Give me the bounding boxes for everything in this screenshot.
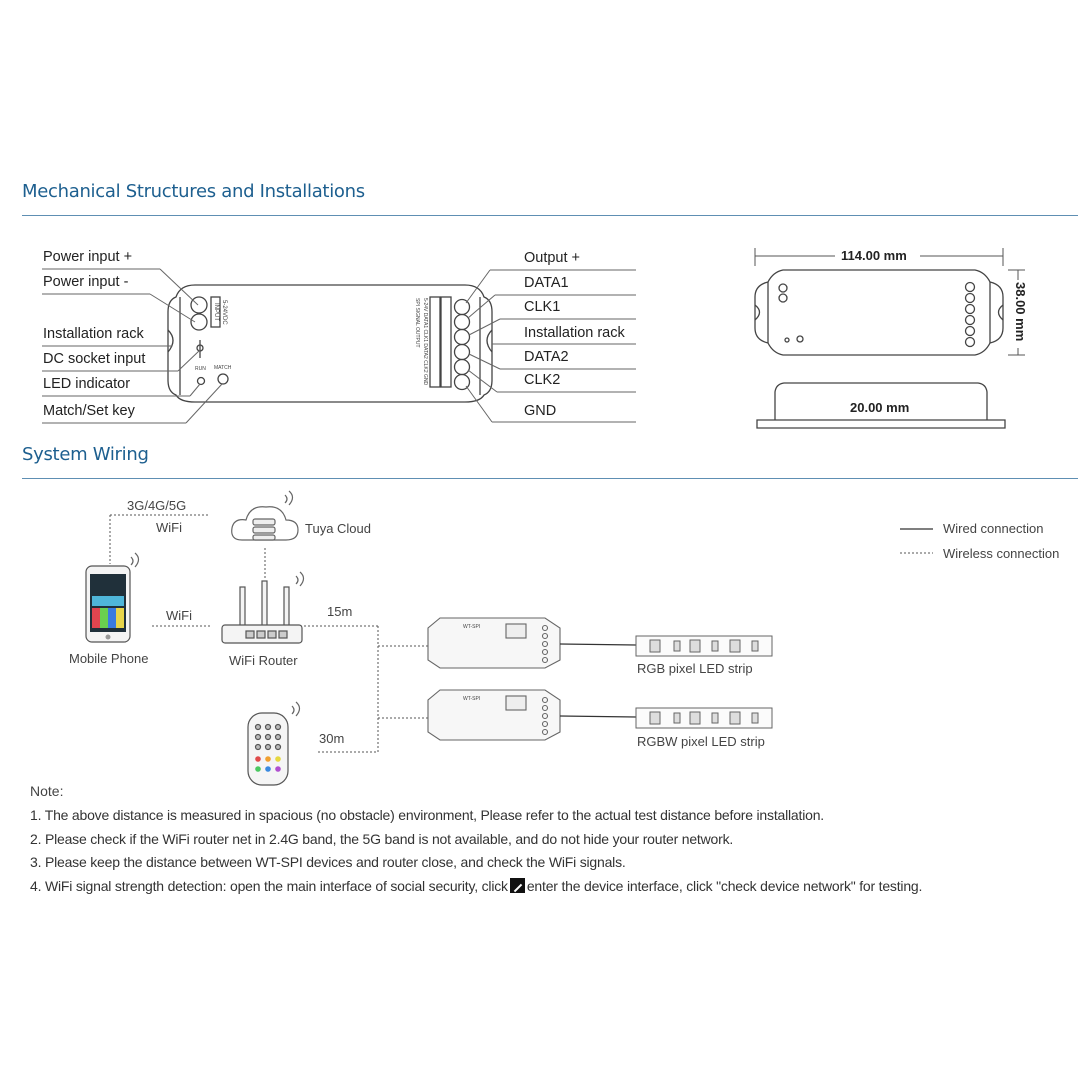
label-match-set-key: Match/Set key: [43, 403, 135, 419]
strip-1-label: RGB pixel LED strip: [637, 661, 753, 676]
cloud-label: Tuya Cloud: [305, 521, 371, 536]
phone-drawing: [85, 565, 131, 643]
controller-pins-label: 5-24V DATA1 CLK1 DATA2 CLK2 GND: [422, 298, 428, 386]
note-item: 3. Please keep the distance between WT-S…: [30, 854, 626, 870]
cloud-drawing: [231, 506, 299, 541]
note-item: 2. Please check if the WiFi router net i…: [30, 830, 734, 847]
mechanical-section-title: Mechanical Structures and Installations: [22, 181, 365, 202]
wired-lines: [559, 528, 933, 718]
dimension-width: 38.00 mm: [1013, 282, 1028, 342]
distance-30m-label: 30m: [319, 731, 345, 746]
controller-run-label: RUN: [195, 366, 206, 372]
dimension-length: 114.00 mm: [841, 248, 907, 263]
label-led-indicator: LED indicator: [43, 376, 131, 392]
controller-unit-1: [427, 617, 561, 669]
label-data1: DATA1: [524, 275, 569, 291]
device-brand-1: WT-SPI: [463, 624, 481, 630]
label-power-input-minus: Power input -: [43, 274, 129, 290]
label-data2: DATA2: [524, 349, 569, 365]
controller-unit-2: [427, 689, 561, 741]
controller-drawing: [167, 284, 493, 403]
wifi-label-mid: WiFi: [166, 608, 192, 623]
label-installation-rack-right: Installation rack: [524, 325, 625, 341]
dimension-top-view: [754, 269, 1004, 356]
legend-wired-label: Wired connection: [943, 521, 1044, 536]
network-label: 3G/4G/5G: [127, 498, 187, 513]
router-label: WiFi Router: [229, 653, 298, 668]
right-leader-lines: [465, 269, 636, 423]
phone-label: Mobile Phone: [69, 651, 149, 666]
signal-arcs: [130, 490, 305, 717]
label-gnd: GND: [524, 403, 557, 419]
note-4-part-2: enter the device interface, click "check…: [526, 877, 923, 894]
strip-2-label: RGBW pixel LED strip: [637, 734, 765, 749]
label-installation-rack-left: Installation rack: [43, 326, 144, 342]
controller-match-label: MATCH: [214, 365, 232, 371]
mechanical-section-rule: [22, 215, 1078, 216]
note-item: 4. WiFi signal strength detection: open …: [30, 877, 1070, 901]
label-dc-socket-input: DC socket input: [43, 351, 146, 367]
wifi-label-top: WiFi: [156, 520, 182, 535]
controller-voltage-label: 5-24VDC: [221, 300, 227, 325]
label-clk2: CLK2: [524, 372, 561, 388]
controller-input-label: INPUT: [213, 303, 219, 321]
distance-15m-label: 15m: [327, 604, 353, 619]
dimension-height: 20.00 mm: [850, 400, 910, 415]
legend-wireless-label: Wireless connection: [943, 546, 1060, 561]
device-brand-2: WT-SPI: [463, 696, 481, 702]
label-clk1: CLK1: [524, 299, 561, 315]
led-strip-1: [635, 635, 773, 657]
note-4-part-1: 4. WiFi signal strength detection: open …: [30, 877, 508, 894]
notes-list: 1. The above distance is measured in spa…: [30, 806, 1070, 900]
label-power-input-plus: Power input +: [43, 249, 133, 265]
notes-heading: Note:: [30, 783, 64, 799]
dimension-lines: [754, 248, 1025, 356]
label-output-plus: Output +: [524, 250, 581, 266]
left-leader-lines: [42, 268, 223, 424]
wiring-section-title: System Wiring: [22, 444, 149, 465]
dimension-side-view: [756, 382, 1006, 429]
wiring-section-rule: [22, 478, 1078, 479]
note-item: 1. The above distance is measured in spa…: [30, 807, 824, 823]
remote-drawing: [247, 712, 289, 786]
router-drawing: [221, 580, 303, 644]
led-strip-2: [635, 707, 773, 729]
wireless-lines: [109, 514, 428, 753]
edit-icon: [509, 877, 525, 893]
controller-spi-output-label: SPI SIGNAL OUTPUT: [414, 298, 420, 348]
